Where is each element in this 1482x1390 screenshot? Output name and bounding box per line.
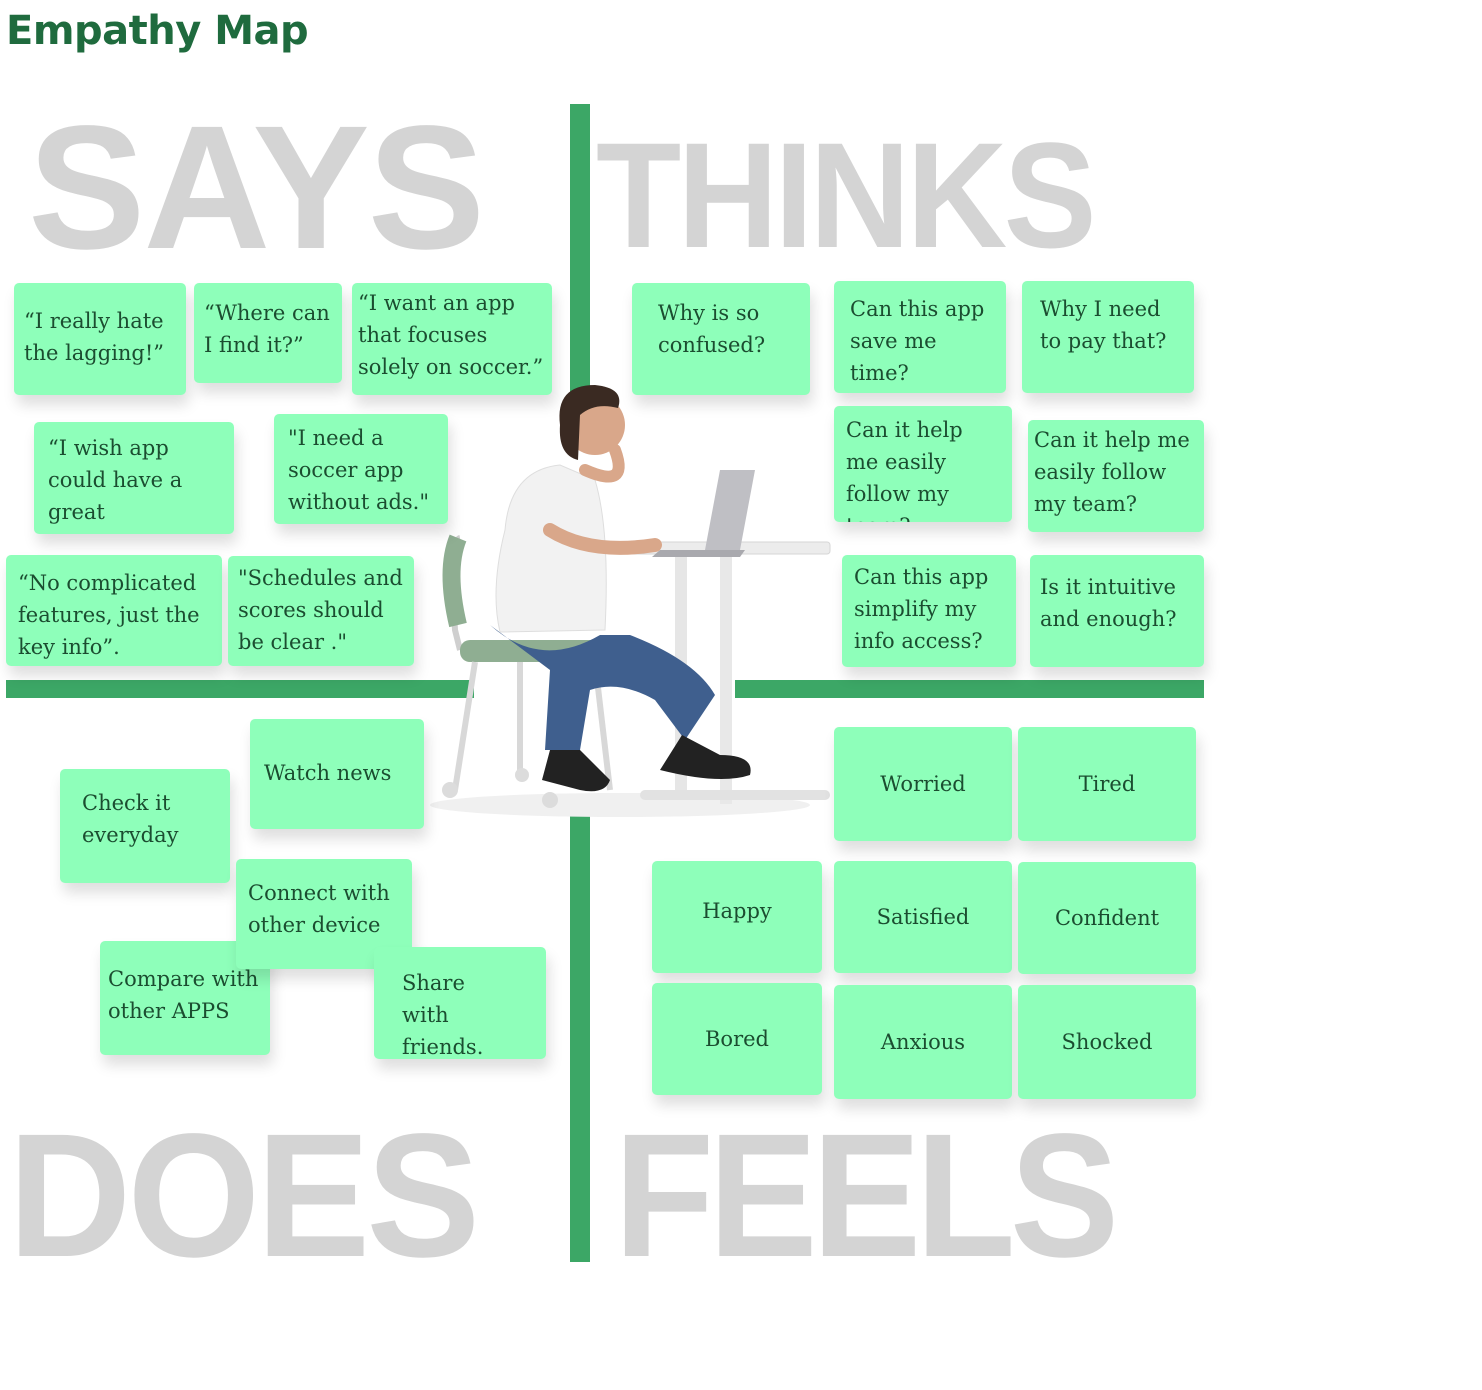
- quadrant-label-thinks: THINKS: [596, 111, 1097, 279]
- feels-note: Bored: [652, 983, 822, 1095]
- thinks-note: Can it help me easily follow my team?: [834, 406, 1012, 522]
- thinks-note: Can this app simplify my info access?: [842, 555, 1016, 667]
- vertical-divider-top: [570, 104, 590, 394]
- feels-note: Anxious: [834, 985, 1012, 1099]
- says-note: "I need a soccer app without ads.": [274, 414, 448, 524]
- does-note: Compare with other APPS: [100, 941, 270, 1055]
- does-note: Watch news: [250, 719, 424, 829]
- quadrant-label-feels: FEELS: [614, 1098, 1119, 1294]
- feels-note: Tired: [1018, 727, 1196, 841]
- horizontal-divider-right: [735, 680, 1204, 698]
- thinks-note: Can this app save me time?: [834, 281, 1006, 393]
- thinks-note: Can it help me easily follow my team?: [1028, 420, 1204, 532]
- says-note: “I wish app could have a great interface…: [34, 422, 234, 534]
- says-note: “No complicated features, just the key i…: [6, 555, 222, 666]
- does-note: Share with friends.: [374, 947, 546, 1059]
- feels-note: Confident: [1018, 862, 1196, 974]
- thinks-note: Why I need to pay that?: [1022, 281, 1194, 393]
- quadrant-label-does: DOES: [8, 1098, 480, 1294]
- does-note: Check it everyday: [60, 769, 230, 883]
- person-at-desk-illustration: [430, 385, 831, 817]
- says-note: “I want an app that focuses solely on so…: [352, 283, 552, 395]
- feels-note: Satisfied: [834, 861, 1012, 973]
- says-note: "Schedules and scores should be clear .": [228, 556, 414, 666]
- feels-note: Worried: [834, 727, 1012, 841]
- thinks-note: Is it intuitive and enough?: [1030, 555, 1204, 667]
- feels-note: Shocked: [1018, 985, 1196, 1099]
- quadrant-label-says: SAYS: [28, 90, 485, 286]
- says-note: “Where can I find it?”: [194, 283, 342, 383]
- horizontal-divider-left: [6, 680, 474, 698]
- says-note: “I really hate the lagging!”: [14, 283, 186, 395]
- thinks-note: Why is so confused?: [632, 283, 810, 395]
- feels-note: Happy: [652, 861, 822, 973]
- page-title: Empathy Map: [6, 8, 309, 54]
- vertical-divider-bottom: [570, 810, 590, 1262]
